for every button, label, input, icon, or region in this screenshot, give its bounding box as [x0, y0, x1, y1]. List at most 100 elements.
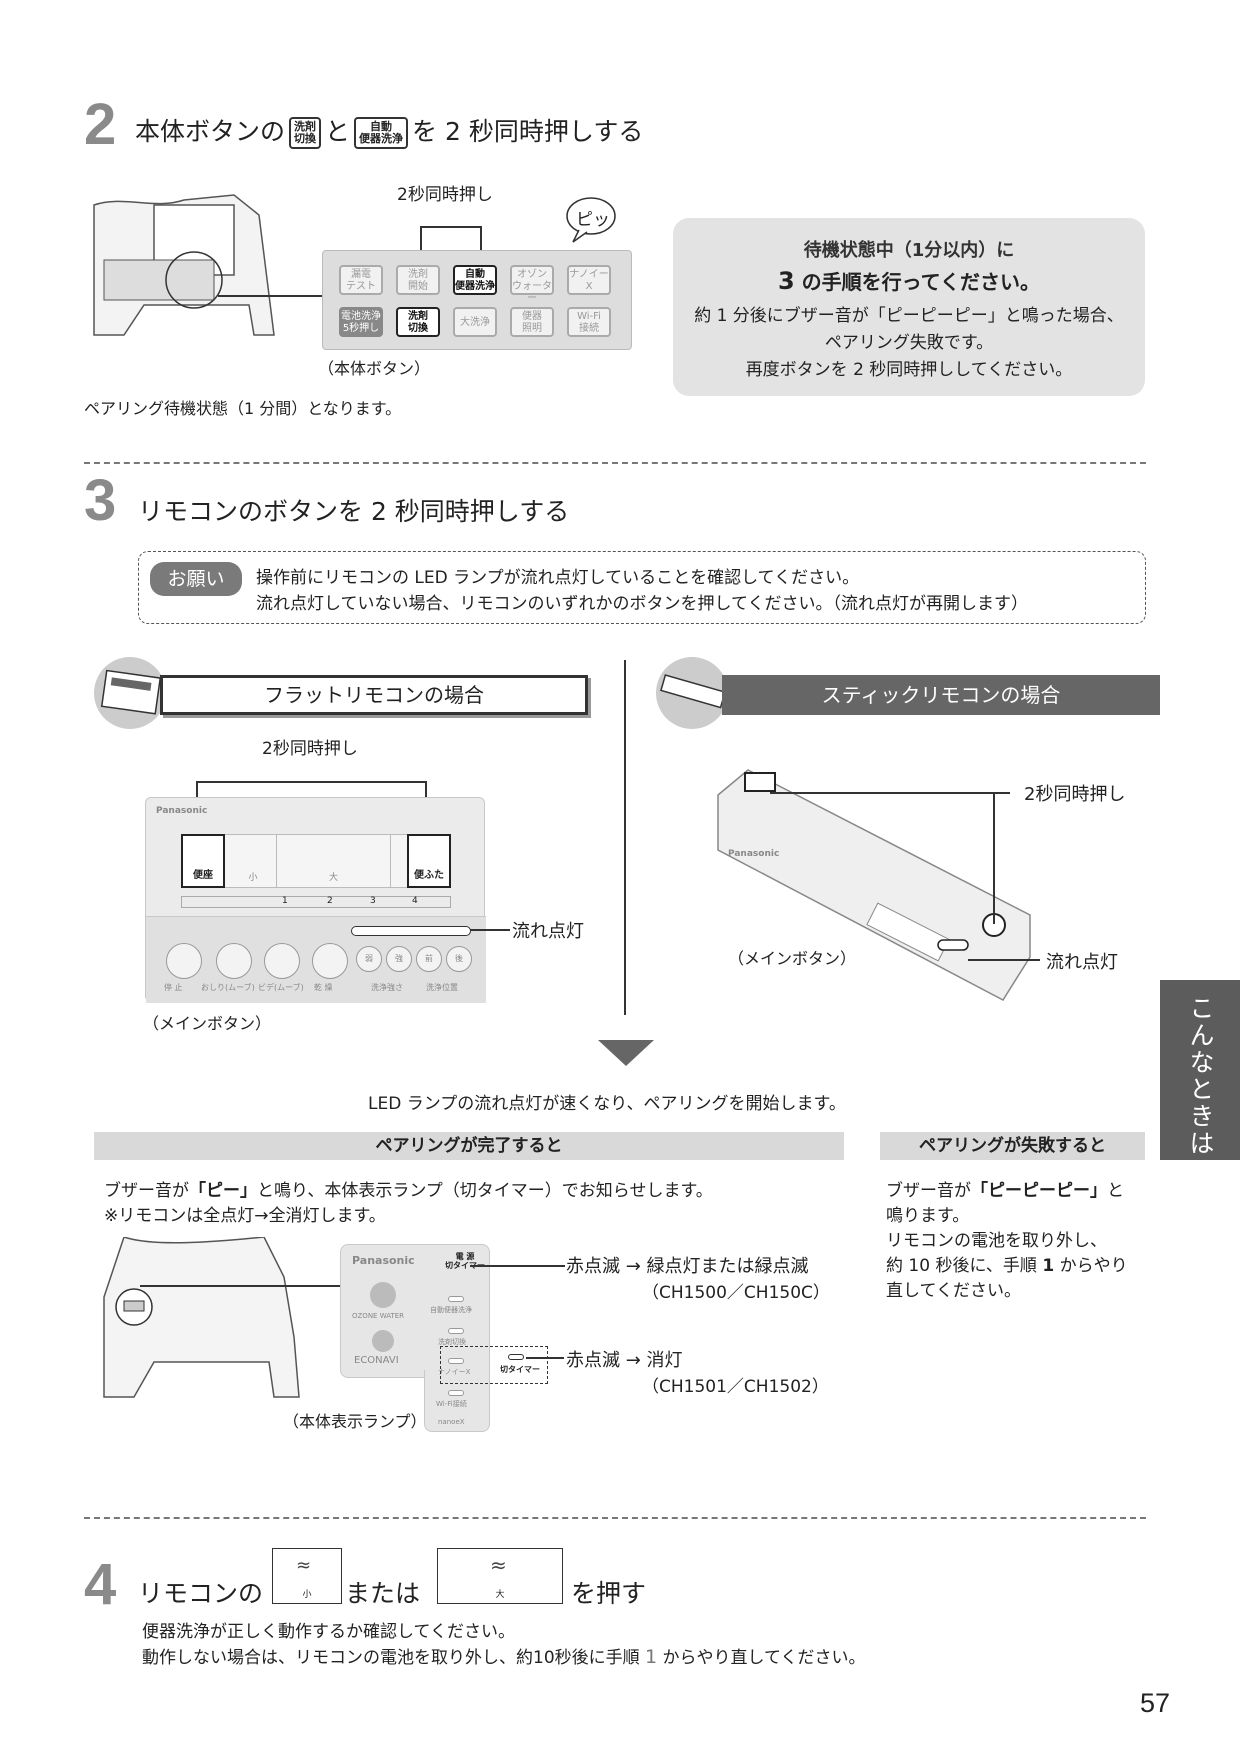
divider-1 [84, 462, 1146, 464]
fail-line1-c: と [1107, 1181, 1124, 1201]
lamp-panel-upper [340, 1244, 490, 1378]
flat-num-4[interactable]: 4 [412, 896, 418, 906]
lamp-detergent: 洗剤切換 [438, 1338, 466, 1346]
flat-remote-brand: Panasonic [156, 806, 208, 816]
request-box [138, 551, 1146, 624]
lamp-nanoe: ナノイーX [438, 1368, 471, 1376]
bracket-right [480, 226, 482, 266]
step2-number: 2 [84, 92, 117, 157]
step3-number: 3 [84, 468, 117, 533]
flat-bidet-button[interactable] [264, 943, 300, 979]
lamp-callout-line [140, 1285, 340, 1287]
button-detergent-switch[interactable]: 洗剤 切換 [396, 307, 440, 337]
fail-line2: 鳴ります。 [886, 1206, 970, 1226]
flat-stop-button[interactable] [166, 943, 202, 979]
flat-button-big-flush[interactable]: 大 [276, 834, 391, 888]
step2-title-b: と [325, 117, 351, 146]
flat-number-row: 1 2 3 4 [181, 896, 451, 908]
side-tab-troubleshooting[interactable]: こんなときは [1160, 980, 1240, 1160]
small-flush-icon: ≈ [296, 1555, 312, 1576]
stick-remote-body: Panasonic [708, 765, 1038, 1025]
flat-weak-button[interactable]: 弱 [356, 946, 382, 972]
info-line1: 待機状態中（1分以内）に [803, 240, 1015, 261]
flat-num-2[interactable]: 2 [327, 896, 333, 906]
lamp-timer-led [508, 1354, 524, 1360]
beep-text: ピッ [576, 210, 610, 230]
fail-beep: 「ピーピーピー」 [971, 1181, 1107, 1201]
button-battery-clean[interactable]: 電池洗浄 5秒押し [339, 307, 383, 337]
stick-flow-leader [968, 959, 1040, 961]
flat-button-small-flush[interactable]: 小 [248, 873, 258, 883]
flat-main-caption: （メインボタン） [143, 1014, 272, 1033]
success-line2: ※リモコンは全点灯→全消灯します。 [104, 1206, 386, 1226]
button-detergent-start[interactable]: 洗剤 開始 [396, 265, 440, 295]
flat-dry-button[interactable] [312, 943, 348, 979]
button-ozone-water[interactable]: オゾン ウォーター [510, 265, 554, 304]
step4-line1: 便器洗浄が正しく動作するか確認してください。 [142, 1622, 515, 1642]
stick-remote-icon [656, 657, 728, 729]
step4-line2: 動作しない場合は、リモコンの電池を取り外し、約10秒後に手順 1 からやり直して… [142, 1643, 866, 1668]
info-line2: 3 の手順を行ってください。 [673, 266, 1145, 295]
flat-button-seat[interactable]: 便座 [181, 834, 225, 888]
column-divider [624, 660, 626, 1015]
ozone-icon [370, 1282, 396, 1308]
step4-title-b: または [345, 1579, 421, 1608]
stick-flow-label: 流れ点灯 [1046, 952, 1118, 973]
flat-hold-label: 2秒同時押し [262, 739, 358, 759]
fail-line4: 約 10 秒後に、手順 1 からやり [886, 1251, 1128, 1276]
fail-line4-c: からやり [1054, 1256, 1128, 1276]
key-detergent-switch: 洗剤 切換 [289, 117, 322, 149]
success-line1-c: と鳴り、本体表示ランプ（切タイマー）でお知らせします。 [257, 1181, 713, 1201]
step2-title-a: 本体ボタンの [135, 117, 286, 146]
stick-main-caption: （メインボタン） [728, 949, 857, 968]
big-flush-icon: ≈ [490, 1553, 507, 1577]
lamp-wifi-led [448, 1390, 464, 1396]
step4-title-c: を押す [571, 1579, 647, 1608]
flat-label-dry: 乾 燥 [314, 983, 333, 992]
step4-line2-a: 動作しない場合は、リモコンの電池を取り外し、約10秒後に手順 [142, 1648, 646, 1668]
lamp-brand: Panasonic [352, 1254, 415, 1267]
flat-label-strength: 洗浄強さ [371, 983, 403, 992]
success-line1-a: ブザー音が [104, 1181, 189, 1201]
button-nanoe-x[interactable]: ナノイーX [567, 265, 611, 295]
flat-top-button-row [181, 834, 451, 888]
flat-num-3[interactable]: 3 [370, 896, 376, 906]
success-beep: 「ピー」 [189, 1181, 257, 1201]
info-step-number: 3 [777, 267, 795, 295]
callout2-models: （CH1501／CH1502） [642, 1377, 829, 1397]
callout2-text: 赤点滅 → 消灯 [566, 1350, 683, 1371]
step2-title-c: を 2 秒同時押しする [412, 117, 644, 146]
step4-title-a: リモコンの [138, 1579, 264, 1608]
flat-num-1[interactable]: 1 [282, 896, 288, 906]
callout1-models: （CH1500／CH150C） [642, 1283, 830, 1303]
lamp-wifi: Wi-Fi接続 [436, 1400, 467, 1408]
button-auto-flush[interactable]: 自動 便器洗浄 [453, 265, 497, 295]
step2-note: ペアリング待機状態（1 分間）となります。 [84, 399, 402, 418]
flat-remote-icon [94, 657, 166, 729]
flat-strong-button[interactable]: 強 [386, 946, 412, 972]
flat-label-stop: 停 止 [164, 983, 183, 992]
flat-flow-leader [470, 929, 510, 931]
info-line3: 約 1 分後にブザー音が「ピーピーピー」と鳴った場合、 [694, 306, 1124, 326]
callout2-line [526, 1357, 564, 1359]
button-leak-test[interactable]: 漏電 テスト [339, 265, 383, 295]
flat-back-button[interactable]: 後 [446, 946, 472, 972]
button-bowl-light[interactable]: 便器 照明 [510, 307, 554, 337]
step4-line2-c: からやり直してください。 [657, 1648, 866, 1668]
beep-bubble [565, 196, 617, 243]
flat-rear-wash-button[interactable] [216, 943, 252, 979]
ozone-label: OZONE WATER [352, 1312, 405, 1320]
flat-button-lid[interactable]: 便ふた [407, 834, 451, 888]
button-big-flush[interactable]: 大洗浄 [453, 307, 497, 337]
fail-line4-a: 約 10 秒後に、手順 [886, 1256, 1043, 1276]
page-number: 57 [1140, 1688, 1171, 1718]
button-wifi-connect[interactable]: Wi-Fi 接続 [567, 307, 611, 337]
flat-front-button[interactable]: 前 [416, 946, 442, 972]
info-line5: 再度ボタンを 2 秒同時押ししてください。 [745, 360, 1073, 380]
step3-title: リモコンのボタンを 2 秒同時押しする [138, 497, 570, 526]
lamp-auto-flush: 自動便器洗浄 [430, 1306, 472, 1314]
toilet-body-illustration [84, 185, 284, 340]
step2-hold-label: 2秒同時押し [397, 185, 493, 205]
flat-label-position: 洗浄位置 [426, 983, 458, 992]
stick-bracket-right [993, 792, 995, 924]
